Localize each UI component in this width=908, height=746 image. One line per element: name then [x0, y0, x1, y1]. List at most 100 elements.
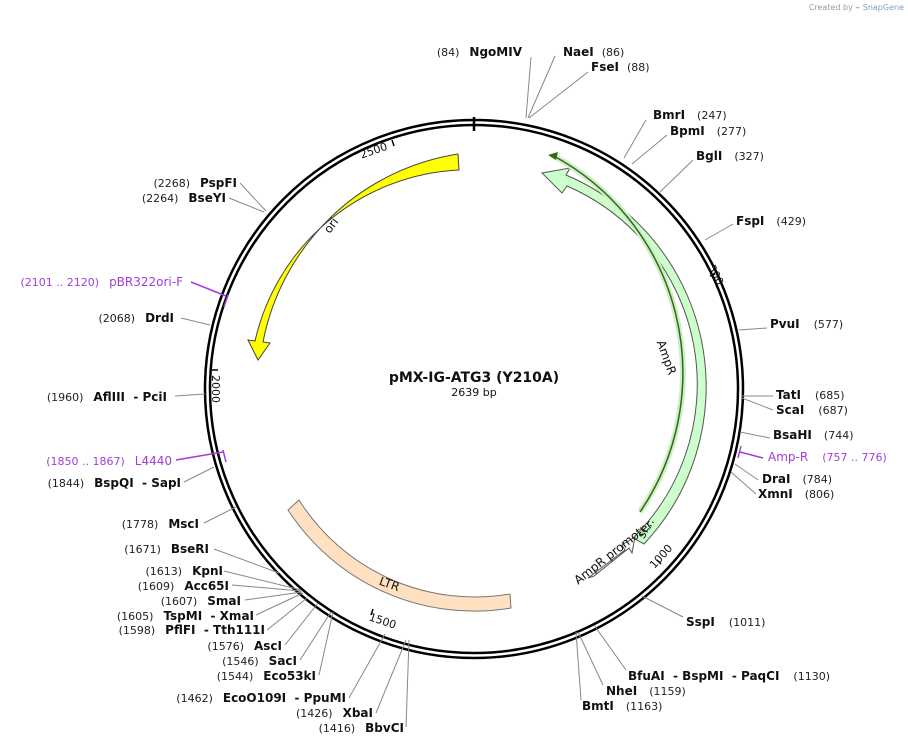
- site-bmti-pos: (1163): [626, 700, 663, 713]
- site-tati-name: TatI: [776, 388, 801, 402]
- site-bpmi-pos: (277): [717, 125, 747, 138]
- plasmid-length: 2639 bp: [451, 386, 496, 399]
- site-bgli-pos: (327): [734, 150, 764, 163]
- site-drai-pos: (784): [802, 473, 832, 486]
- site-ngomiv: (84)NgoMIV: [437, 45, 523, 59]
- site-bseri-pos: (1671): [124, 543, 161, 556]
- site-eco53ki-name: Eco53kI: [263, 669, 316, 683]
- leader-smai: [244, 591, 303, 601]
- site-drdi: (2068)DrdI: [98, 311, 174, 325]
- site-bseyi-name: BseYI: [188, 191, 226, 205]
- leader-pvui: [738, 327, 768, 331]
- plasmid-name: pMX-IG-ATG3 (Y210A): [389, 370, 559, 386]
- created-by-credit: Created by ⌁ SnapGene: [809, 3, 904, 12]
- leader-fspi: [704, 223, 734, 241]
- site-pspfi-name: PspFI: [200, 176, 237, 190]
- primer-amp-r-leader: [739, 451, 764, 459]
- site-bgli: BglI(327): [696, 149, 764, 163]
- site-tspmi-pos: (1605): [117, 610, 154, 623]
- leader-bgli: [659, 159, 694, 193]
- leader-xbai: [375, 639, 407, 714]
- leader-pspfi: [239, 182, 267, 212]
- primer-amp-r-name: Amp-R: [768, 450, 808, 464]
- leader-bbvci: [405, 639, 410, 728]
- site-bspqi-name: BspQI - SapI: [94, 476, 181, 490]
- leader-pflfi: [266, 597, 308, 631]
- snapgene-logo-icon: ⌁: [855, 3, 861, 12]
- site-bmri: BmrI(247): [653, 108, 727, 122]
- site-scai-pos: (687): [818, 404, 848, 417]
- site-msci-pos: (1778): [122, 518, 159, 531]
- site-asci-name: AscI: [254, 639, 282, 653]
- site-leader-lines: [174, 55, 774, 728]
- site-scai: ScaI (687): [776, 403, 848, 417]
- site-pspfi: (2268)PspFI: [153, 176, 237, 190]
- site-bmri-name: BmrI: [653, 108, 685, 122]
- site-afliii: (1960)AflIII - PciI: [47, 390, 167, 404]
- site-naei: NaeI (86): [563, 45, 624, 59]
- site-xmni-pos: (806): [805, 488, 835, 501]
- primer-l4440-name: L4440: [135, 454, 172, 468]
- leader-xmni: [730, 471, 757, 495]
- site-bmti: BmtI(1163): [582, 699, 662, 713]
- site-tspmi-name: TspMI - XmaI: [163, 609, 254, 623]
- site-fsei-name: FseI: [591, 60, 619, 74]
- site-bseri-name: BseRI: [171, 542, 209, 556]
- site-naei-pos: (86): [602, 46, 625, 59]
- leader-bsahi: [739, 431, 771, 439]
- site-naei-name: NaeI: [563, 45, 594, 59]
- site-bspqi: (1844)BspQI - SapI: [48, 476, 181, 490]
- site-scai-name: ScaI: [776, 403, 804, 417]
- feature-ori-arrow: [247, 153, 460, 361]
- primer-pbr322ori-f-name: pBR322ori-F: [109, 275, 183, 289]
- site-saci: (1546)SacI: [222, 654, 297, 668]
- credit-prefix: Created by: [808, 3, 853, 12]
- feature-label-ampr-promoter: AmpR promoter: [571, 517, 655, 587]
- site-nhei-name: NheI: [606, 684, 637, 698]
- leader-scai: [741, 397, 774, 411]
- site-kpni: (1613)KpnI: [146, 564, 223, 578]
- site-ecoo109i: (1462) EcoO109I - PpuMI: [176, 691, 346, 705]
- site-ecoo109i-name: EcoO109I - PpuMI: [223, 691, 346, 705]
- tick-1500-label: 1500: [367, 611, 398, 632]
- site-sspi: SspI(1011): [686, 615, 765, 629]
- site-fsei-pos: (88): [627, 61, 650, 74]
- site-bfuai-pos: (1130): [793, 670, 830, 683]
- site-smai: (1607)SmaI: [161, 594, 241, 608]
- site-bfuai-name: BfuAI - BspMI - PaqCI: [628, 669, 779, 683]
- ampr-highlight-arrowhead: [548, 152, 558, 160]
- site-bbvci-name: BbvCI: [365, 721, 404, 735]
- leader-bseyi: [228, 197, 265, 213]
- site-fspi-name: FspI: [736, 214, 764, 228]
- tick-2000-label: 2000: [209, 375, 222, 403]
- site-xmni: XmnI (806): [758, 487, 834, 501]
- leader-bseri: [213, 548, 280, 574]
- site-asci-pos: (1576): [207, 640, 244, 653]
- tick-1000-label: 1000: [647, 542, 675, 572]
- site-xmni-name: XmnI: [758, 487, 793, 501]
- site-pflfi-pos: (1598): [119, 624, 156, 637]
- site-bfuai: BfuAI - BspMI - PaqCI (1130): [628, 669, 830, 683]
- site-tspmi: (1605) TspMI - XmaI: [117, 609, 254, 623]
- site-saci-pos: (1546): [222, 655, 259, 668]
- leader-drai: [734, 463, 759, 481]
- site-bbvci-pos: (1416): [319, 722, 356, 735]
- leader-afliii: [174, 393, 206, 397]
- primer-pbr322ori-f: (2101 .. 2120)pBR322ori-F: [21, 275, 184, 289]
- primer-pbr322ori-f-mark: [223, 294, 229, 308]
- site-xbai-name: XbaI: [343, 706, 373, 720]
- site-xbai: (1426)XbaI: [296, 706, 373, 720]
- leader-nhei: [577, 631, 604, 686]
- site-ngomiv-pos: (84): [437, 46, 460, 59]
- leader-fsei: [528, 71, 589, 119]
- site-nhei-pos: (1159): [649, 685, 686, 698]
- site-eco53ki-pos: (1544): [217, 670, 254, 683]
- leader-tspmi: [255, 592, 304, 616]
- site-bsahi: BsaHI(744): [773, 428, 854, 442]
- site-ecoo109i-pos: (1462): [176, 692, 213, 705]
- leader-bmri: [623, 119, 647, 159]
- site-drai-name: DraI: [762, 472, 790, 486]
- primer-amp-r: Amp-R(757 .. 776): [768, 450, 887, 464]
- site-bsahi-name: BsaHI: [773, 428, 812, 442]
- tick-1000-mark: [656, 559, 662, 565]
